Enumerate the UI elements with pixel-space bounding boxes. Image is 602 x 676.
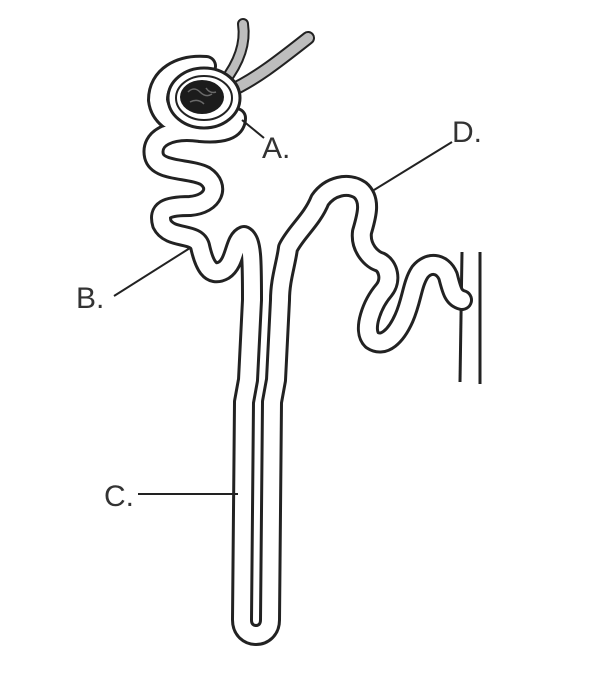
leader-line-a <box>241 119 265 139</box>
label-b: B. <box>76 282 104 315</box>
arterioles <box>218 18 315 99</box>
collecting-duct <box>458 251 482 384</box>
leader-line-d <box>373 141 453 191</box>
label-a: A. <box>262 132 290 165</box>
label-c: C. <box>104 480 134 513</box>
label-d: D. <box>452 116 482 149</box>
glomerulus <box>180 80 224 114</box>
leader-line-b <box>113 247 191 297</box>
nephron-tubule <box>142 54 473 646</box>
